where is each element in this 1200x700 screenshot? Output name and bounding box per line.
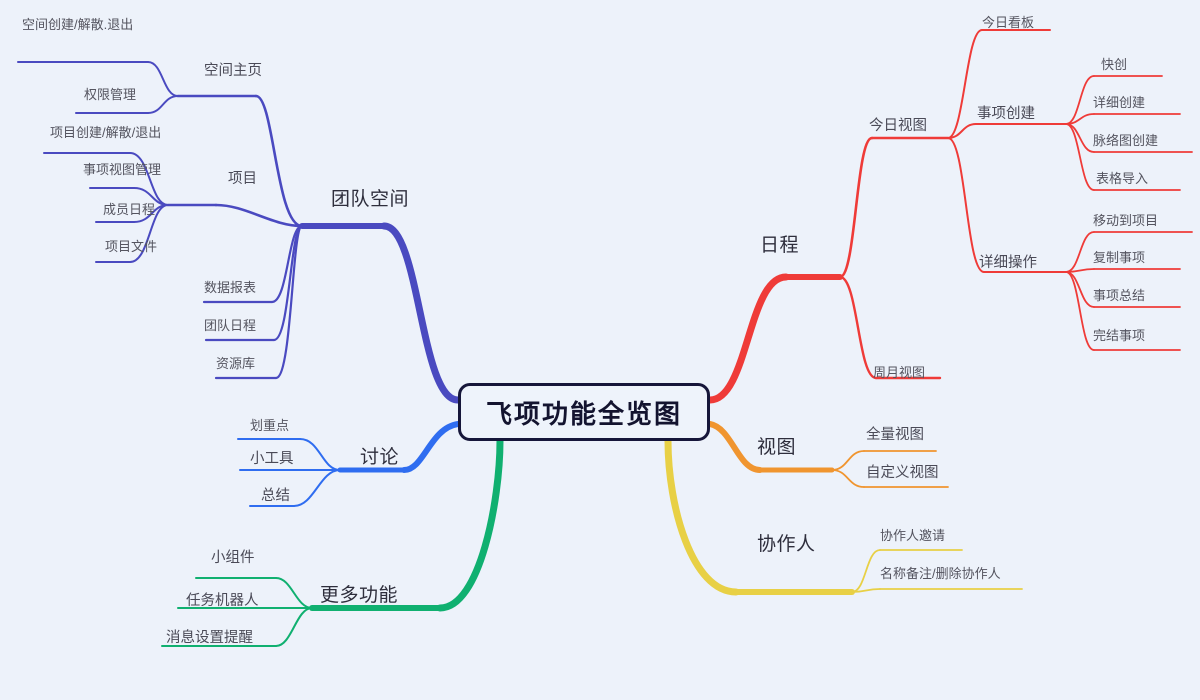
node-summary[interactable]: 总结 — [261, 488, 290, 504]
branch-collaborator[interactable]: 协作人 — [757, 534, 816, 555]
node-resource-lib[interactable]: 资源库 — [216, 356, 256, 371]
node-today-view[interactable]: 今日视图 — [869, 118, 927, 134]
node-full-view[interactable]: 全量视图 — [866, 427, 924, 443]
node-team-schedule[interactable]: 团队日程 — [204, 318, 257, 333]
node-finish-item[interactable]: 完结事项 — [1093, 328, 1146, 343]
node-member-schedule[interactable]: 成员日程 — [103, 202, 156, 217]
node-project-create[interactable]: 项目创建/解散/退出 — [50, 125, 162, 140]
node-space-create[interactable]: 空间创建/解散.退出 — [22, 17, 134, 32]
node-week-month-view[interactable]: 周月视图 — [873, 365, 926, 380]
node-item-view-mgmt[interactable]: 事项视图管理 — [83, 162, 162, 177]
node-item-create[interactable]: 事项创建 — [977, 106, 1035, 122]
node-gadget[interactable]: 小工具 — [250, 451, 294, 467]
node-highlight[interactable]: 划重点 — [250, 418, 290, 433]
branch-more-features[interactable]: 更多功能 — [320, 585, 399, 606]
node-permission-mgmt[interactable]: 权限管理 — [84, 87, 137, 102]
branch-discussion[interactable]: 讨论 — [360, 447, 400, 468]
node-detail-ops[interactable]: 详细操作 — [979, 255, 1037, 271]
branch-team-space[interactable]: 团队空间 — [331, 189, 410, 210]
node-task-bot[interactable]: 任务机器人 — [186, 593, 259, 609]
node-today-board[interactable]: 今日看板 — [982, 15, 1035, 30]
node-collab-invite[interactable]: 协作人邀请 — [880, 528, 946, 543]
root-node[interactable]: 飞项功能全览图 — [458, 383, 710, 441]
node-detail-create[interactable]: 详细创建 — [1093, 95, 1146, 110]
node-quick-create[interactable]: 快创 — [1101, 57, 1128, 72]
node-copy-item[interactable]: 复制事项 — [1093, 250, 1146, 265]
node-space-home[interactable]: 空间主页 — [204, 63, 262, 79]
node-project[interactable]: 项目 — [228, 171, 257, 187]
branch-view[interactable]: 视图 — [757, 437, 797, 458]
node-item-summary[interactable]: 事项总结 — [1093, 288, 1146, 303]
node-map-create[interactable]: 脉络图创建 — [1093, 133, 1159, 148]
node-custom-view[interactable]: 自定义视图 — [866, 465, 939, 481]
branch-schedule[interactable]: 日程 — [760, 235, 800, 256]
node-project-file[interactable]: 项目文件 — [105, 239, 158, 254]
node-collab-rename[interactable]: 名称备注/删除协作人 — [880, 566, 1001, 581]
node-data-report[interactable]: 数据报表 — [204, 280, 257, 295]
node-widget[interactable]: 小组件 — [211, 550, 255, 566]
root-node-label: 飞项功能全览图 — [485, 398, 682, 429]
node-table-import[interactable]: 表格导入 — [1096, 171, 1149, 186]
node-msg-remind[interactable]: 消息设置提醒 — [166, 630, 253, 646]
node-move-to-project[interactable]: 移动到项目 — [1093, 213, 1159, 228]
